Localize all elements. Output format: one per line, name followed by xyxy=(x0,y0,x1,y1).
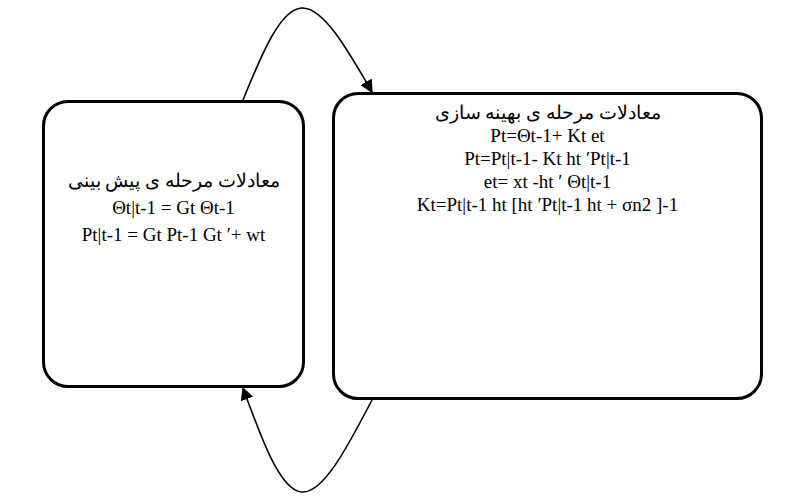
cycle-arrow xyxy=(243,388,372,492)
equation: Kt=Pt|t-1 ht [ht ′Pt|t-1 ht + σn2 ]-1 xyxy=(417,193,678,216)
equation: Pt|t-1 = Gt Pt-1 Gt ′+ wt xyxy=(82,223,266,246)
box-heading: معادلات مرحله ی بهینه سازی xyxy=(435,101,661,124)
equation: Θt|t-1 = Gt Θt-1 xyxy=(112,196,235,219)
equation: et= xt -ht ′ Θt|t-1 xyxy=(484,170,611,193)
equation: Pt=Pt|t-1- Kt ht ′Pt|t-1 xyxy=(464,147,631,170)
process-box: معادلات مرحله ی بهینه سازیPt=Θt-1+ Kt et… xyxy=(332,92,763,400)
cycle-arrow xyxy=(243,8,372,100)
equation: Pt=Θt-1+ Kt et xyxy=(490,124,604,147)
box-heading: معادلات مرحله ی پیش بینی xyxy=(68,169,280,192)
process-box: معادلات مرحله ی پیش بینی Θt|t-1 = Gt Θt-1… xyxy=(42,100,305,388)
